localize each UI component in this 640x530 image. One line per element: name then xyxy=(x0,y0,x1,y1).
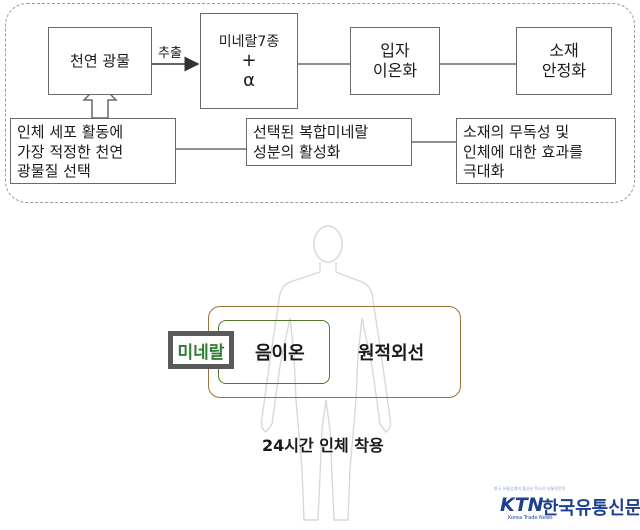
mineral-label: 미네랄 xyxy=(177,342,225,363)
ionization-box: 입자 이온화 xyxy=(350,27,440,95)
extract-label: 추출 xyxy=(158,46,182,61)
natural-mineral-label: 천연 광물 xyxy=(70,51,130,70)
note-activation: 선택된 복합미네랄 성분의 활성화 xyxy=(246,118,412,166)
stabilization-box: 소재 안정화 xyxy=(516,27,612,95)
plus-sign: + xyxy=(241,50,257,72)
alpha-sign: α xyxy=(243,70,255,91)
note-maximize-effect: 소재의 무독성 및 인체에 대한 효과를 극대화 xyxy=(456,118,616,184)
ionization-label: 입자 이온화 xyxy=(372,41,418,80)
logo-name: 한국유통신문 xyxy=(542,498,640,519)
far-infrared-label: 원적외선 xyxy=(358,343,425,364)
logo-tagline: Korea Trade News xyxy=(508,515,553,521)
note-mineral-selection: 인체 세포 활동에 가장 적정한 천연 광물질 선택 xyxy=(10,118,176,184)
stabilization-label: 소재 안정화 xyxy=(541,41,587,80)
mineral-badge: 미네랄 xyxy=(168,331,234,369)
minerals-label: 미네랄7종 xyxy=(218,34,280,51)
logo-mark: KTN xyxy=(500,494,544,516)
natural-mineral-box: 천연 광물 xyxy=(48,27,152,95)
anion-label: 음이온 xyxy=(255,343,305,364)
logo-small-text: 한국 유통업계의 올곧은 목소리 유통전문지 xyxy=(494,486,566,491)
minerals-box: 미네랄7종 + α xyxy=(200,13,298,109)
process-flow-frame xyxy=(5,3,635,203)
caption-24h-wear: 24시간 인체 착용 xyxy=(262,436,384,455)
